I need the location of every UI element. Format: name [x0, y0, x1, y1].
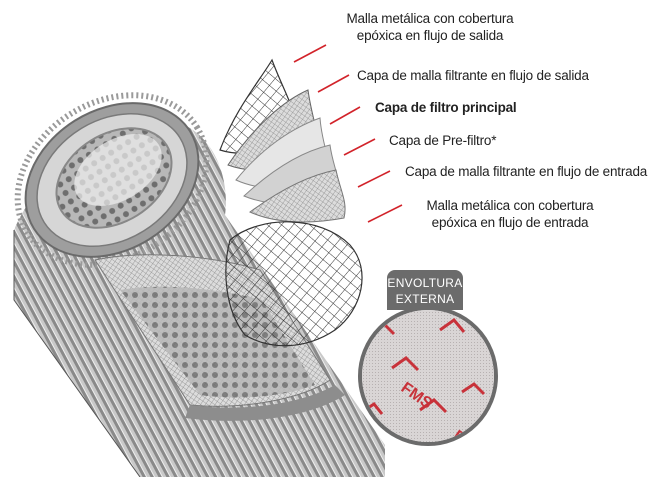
label-line: Capa de malla filtrante en flujo de entr…	[405, 164, 648, 179]
outer-wrap-detail: FMS FMS FMS FMS	[358, 306, 498, 446]
label-line: epóxica en flujo de entrada	[431, 215, 589, 230]
label-line: epóxica en flujo de salida	[356, 28, 504, 43]
label-line: Malla metálica con cobertura	[346, 11, 514, 26]
label-inlet-epoxy-mesh: Malla metálica con cobertura epóxica en …	[410, 197, 610, 231]
leader-line	[367, 204, 403, 223]
label-outlet-filter-mesh: Capa de malla filtrante en flujo de sali…	[357, 67, 589, 84]
outer-wrap-badge: ENVOLTURA EXTERNA	[387, 270, 463, 310]
label-main-filter: Capa de filtro principal	[375, 99, 517, 116]
leader-line	[317, 74, 350, 93]
peeled-layers	[219, 58, 363, 347]
leader-line	[343, 138, 376, 156]
label-prefilter: Capa de Pre-filtro*	[389, 132, 496, 149]
leader-line	[357, 170, 391, 188]
label-line: Capa de filtro principal	[375, 100, 517, 115]
badge-line: EXTERNA	[395, 292, 455, 306]
label-outlet-epoxy-mesh: Malla metálica con cobertura epóxica en …	[320, 10, 540, 44]
leader-line	[329, 106, 361, 125]
leader-line	[293, 44, 327, 63]
label-line: Capa de malla filtrante en flujo de sali…	[357, 68, 589, 83]
leader-lines	[293, 44, 403, 223]
label-line: Capa de Pre-filtro*	[389, 133, 497, 148]
label-line: Malla metálica con cobertura	[426, 198, 594, 213]
badge-line: ENVOLTURA	[387, 276, 463, 290]
label-inlet-filter-mesh: Capa de malla filtrante en flujo de entr…	[405, 163, 647, 180]
